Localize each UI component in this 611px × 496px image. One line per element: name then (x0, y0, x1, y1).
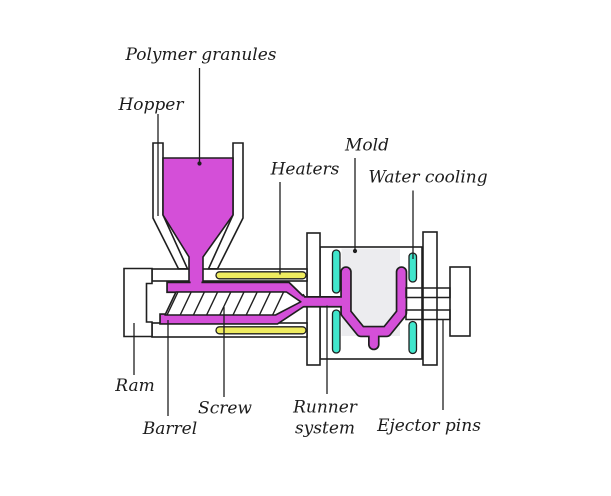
label-barrel: Barrel (142, 419, 197, 439)
water-cooling-channels (331, 249, 418, 355)
leader-dot (352, 248, 358, 254)
water-channel (408, 320, 418, 355)
ejector-pin (405, 287, 451, 299)
label-mold: Mold (344, 136, 389, 156)
labels: Polymer granules Hopper Heaters Mold Wat… (114, 45, 487, 439)
screw-hatching (166, 292, 285, 315)
water-channel (331, 309, 341, 354)
mold-platen-right (422, 231, 438, 366)
leader-lines (133, 68, 444, 416)
heater-bottom (215, 326, 307, 335)
heater-bands (215, 271, 307, 335)
label-polymer-granules: Polymer granules (125, 45, 277, 65)
label-hopper: Hopper (117, 95, 184, 115)
ram-shape (123, 267, 153, 338)
label-runner-system-line2: system (295, 419, 355, 439)
hopper-wall-right (207, 142, 244, 270)
neck-weld (190, 280, 202, 291)
label-runner-system-line1: Runner (292, 398, 358, 418)
label-screw: Screw (198, 399, 252, 419)
label-water-cooling: Water cooling (368, 168, 487, 188)
melt-channel (167, 283, 349, 306)
label-heaters: Heaters (270, 160, 340, 180)
screw-shape (164, 291, 302, 316)
ejector-pins-shape (405, 287, 451, 321)
hopper-wall-left (152, 142, 189, 270)
label-ram: Ram (114, 376, 154, 396)
melt-channel (160, 296, 308, 324)
ejector-plate (449, 266, 471, 337)
heater-top (215, 271, 307, 280)
leader-dot (197, 161, 202, 166)
label-ejector-pins: Ejector pins (376, 416, 481, 436)
water-channel (331, 249, 341, 294)
ejector-pin (405, 309, 451, 321)
melt-flow (160, 267, 406, 349)
